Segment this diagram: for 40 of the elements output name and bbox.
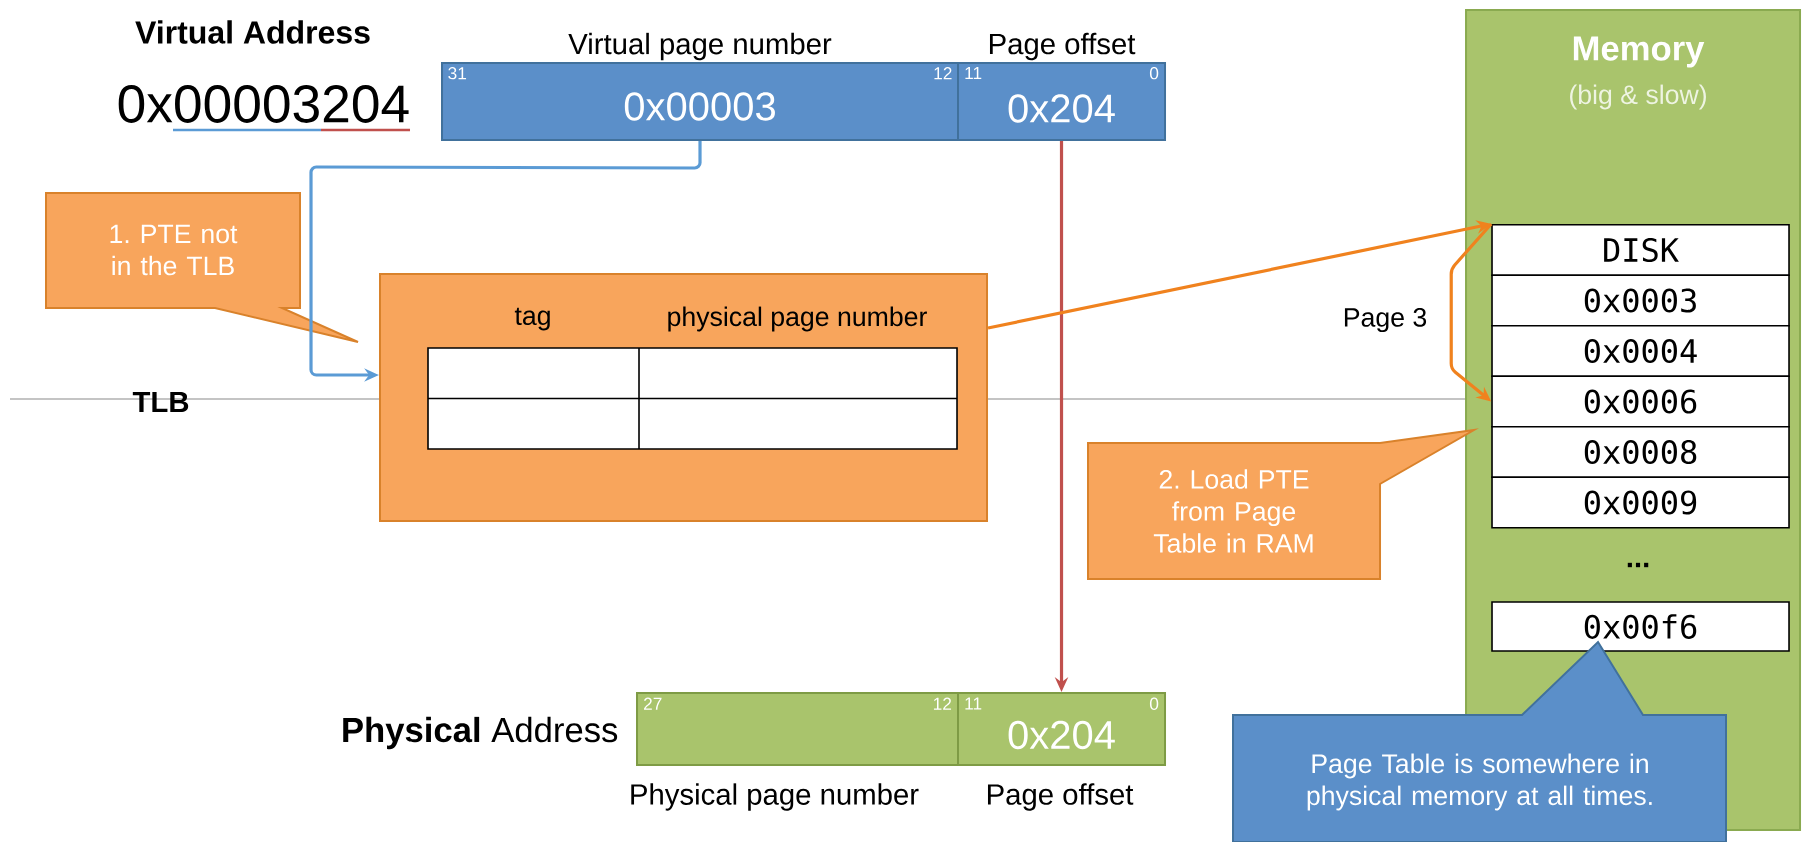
bit-number: 0 xyxy=(1149,67,1159,80)
address-label: Physical Address xyxy=(343,716,618,750)
field-heading: Page offset xyxy=(988,783,1134,811)
address-field xyxy=(957,692,1166,811)
column-heading: physical page number xyxy=(668,306,927,332)
edge-label: Page 3 xyxy=(1340,305,1430,335)
field-value: 0x204 xyxy=(1008,720,1115,750)
memory-heading: Memory xyxy=(1573,36,1705,68)
callout: 2. Load PTE from Page Table in RAM xyxy=(1087,428,1479,580)
heading: Virtual Address xyxy=(135,20,370,44)
address-field xyxy=(441,32,959,141)
callout: Page Table is somewhere in physical memory at all times. xyxy=(1232,640,1727,842)
ellipsis: ... xyxy=(1627,562,1649,568)
tlb-label: TLB xyxy=(132,391,189,413)
field-value: 0x00003 xyxy=(624,92,775,121)
memory-row: 0x0006 xyxy=(1491,375,1790,428)
memory-row: DISK xyxy=(1491,223,1790,277)
bit-number: 0 xyxy=(1149,697,1159,710)
bit-number: 11 xyxy=(965,67,982,79)
memory-row: 0x00f6 xyxy=(1491,601,1790,652)
address-value: 0x00003204 xyxy=(118,85,409,123)
address-field xyxy=(957,32,1166,141)
tlb-box xyxy=(379,273,988,522)
memory-row: 0x0004 xyxy=(1491,324,1790,378)
memory-subheading: (big & slow) xyxy=(1570,84,1706,110)
bit-number: 11 xyxy=(965,697,982,710)
address-field xyxy=(343,692,959,811)
bit-number: 31 xyxy=(448,67,467,80)
field-heading: Page offset xyxy=(990,32,1136,61)
column-heading: tag xyxy=(514,307,550,331)
bit-number: 12 xyxy=(933,697,952,710)
memory-row: 0x0003 xyxy=(1491,274,1790,327)
memory-row: 0x0009 xyxy=(1491,476,1790,529)
memory-row: 0x0008 xyxy=(1491,425,1790,479)
bit-number: 12 xyxy=(934,67,952,80)
callout: 1. PTE not in the TLB xyxy=(45,192,359,343)
bit-number: 27 xyxy=(644,697,662,710)
field-heading: Virtual page number xyxy=(568,32,832,61)
field-heading: Physical page number xyxy=(631,783,919,811)
field-value: 0x204 xyxy=(1008,94,1115,123)
